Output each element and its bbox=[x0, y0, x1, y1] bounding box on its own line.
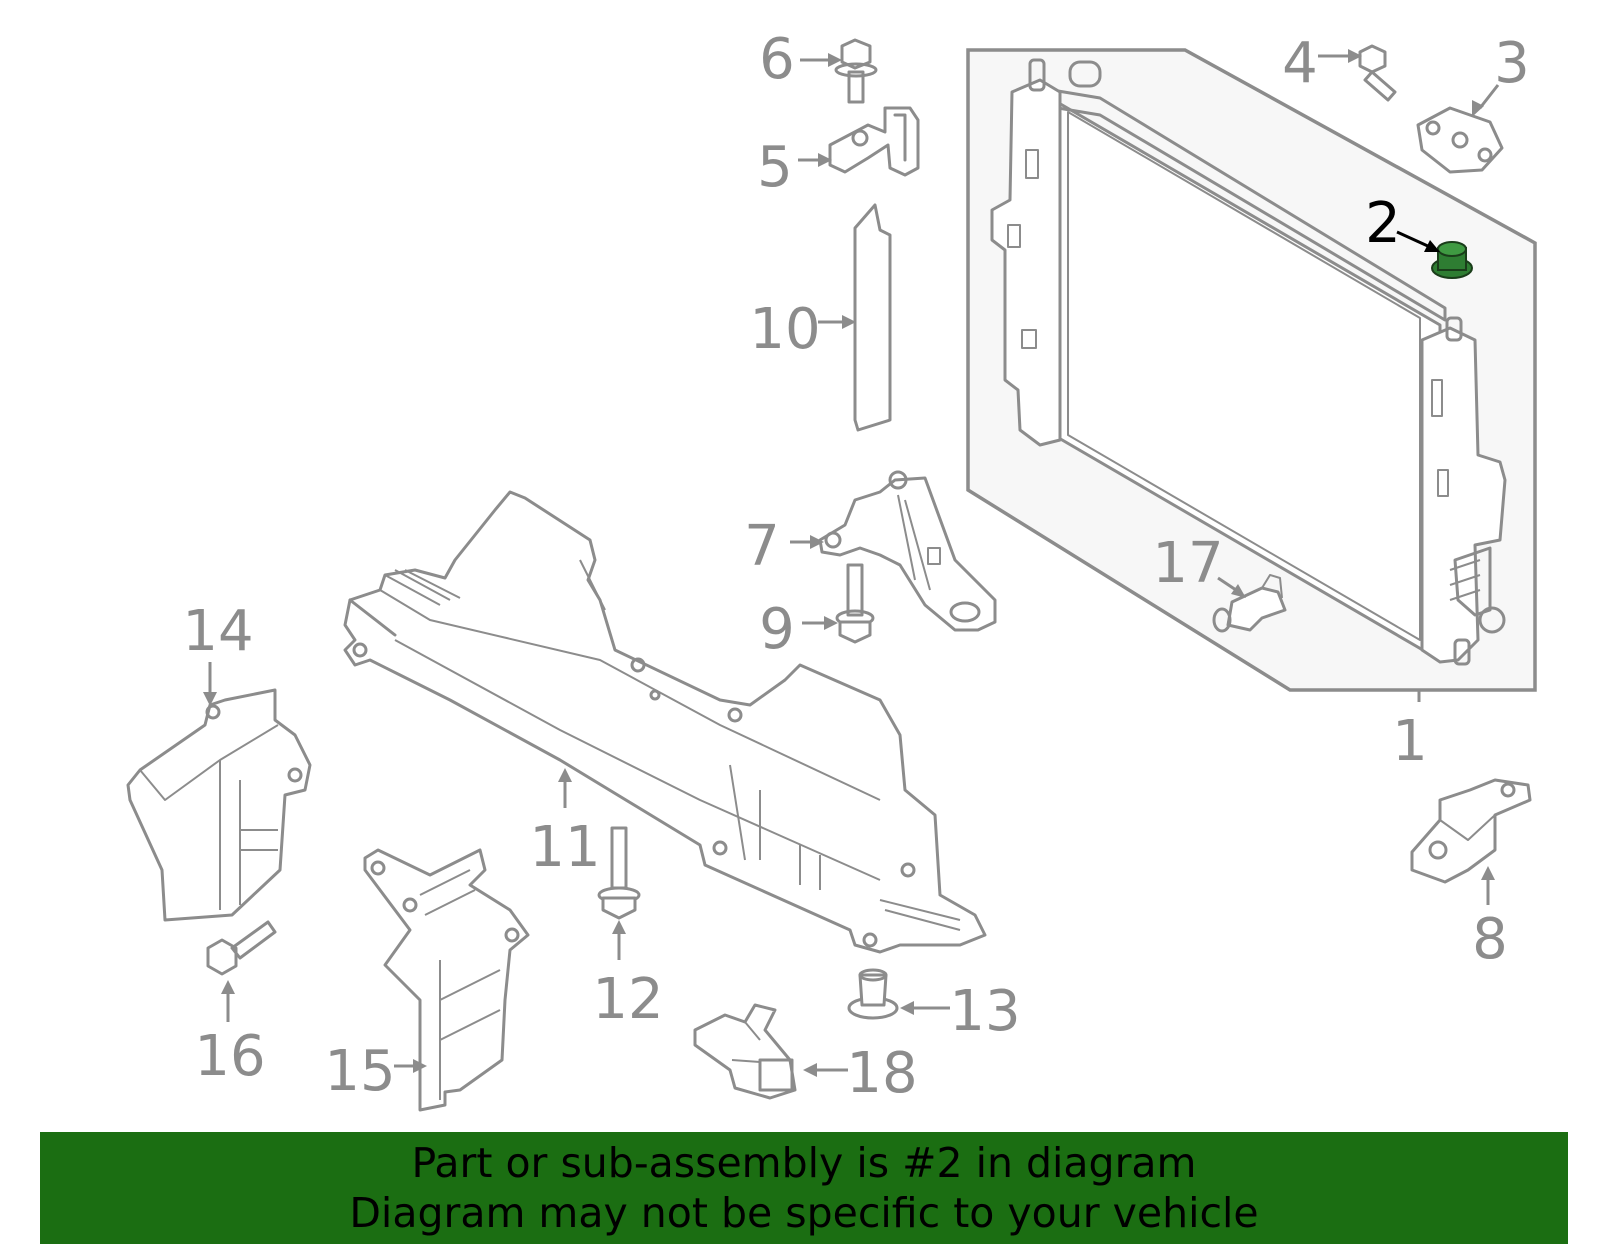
part-2-cap[interactable] bbox=[1431, 241, 1473, 279]
info-banner: Part or sub-assembly is #2 in diagram Di… bbox=[40, 1132, 1568, 1244]
callout-3[interactable]: 3 bbox=[1494, 31, 1530, 96]
callout-11[interactable]: 11 bbox=[529, 815, 600, 880]
callout-6[interactable]: 6 bbox=[759, 27, 795, 92]
part-4-bolt[interactable] bbox=[1358, 44, 1397, 102]
info-banner-background bbox=[40, 1132, 1568, 1244]
part-18-sensor[interactable] bbox=[693, 1003, 797, 1100]
callout-5[interactable]: 5 bbox=[757, 135, 793, 200]
callout-17[interactable]: 17 bbox=[1152, 531, 1223, 596]
part-7-bracket[interactable] bbox=[818, 470, 997, 632]
part-15-air-guide[interactable] bbox=[363, 848, 530, 1112]
part-12-bolt[interactable] bbox=[597, 826, 641, 920]
part-6-bolt[interactable] bbox=[834, 38, 878, 104]
part-3-bracket[interactable] bbox=[1416, 106, 1504, 174]
radiator-part[interactable] bbox=[990, 58, 1507, 666]
part-5-bracket[interactable] bbox=[828, 106, 920, 177]
part-11-undercover[interactable] bbox=[343, 490, 987, 954]
part-13-clip[interactable] bbox=[847, 968, 899, 1020]
part-17-sensor[interactable] bbox=[1212, 574, 1287, 633]
callout-labels: 1 2 3 4 5 6 7 8 9 10 11 12 13 14 15 16 1… bbox=[182, 27, 1529, 1106]
banner-line-part-number: Part or sub-assembly is #2 in diagram bbox=[411, 1139, 1197, 1187]
callout-8[interactable]: 8 bbox=[1472, 907, 1508, 972]
callout-16[interactable]: 16 bbox=[194, 1024, 265, 1089]
banner-line-disclaimer: Diagram may not be specific to your vehi… bbox=[349, 1189, 1259, 1237]
callout-9[interactable]: 9 bbox=[759, 597, 795, 662]
callout-7[interactable]: 7 bbox=[744, 514, 780, 579]
part-10-seal-strip[interactable] bbox=[853, 203, 892, 432]
part-9-bolt[interactable] bbox=[835, 563, 875, 644]
callout-10[interactable]: 10 bbox=[749, 297, 820, 362]
callout-18[interactable]: 18 bbox=[846, 1041, 917, 1106]
part-8-bracket[interactable] bbox=[1410, 778, 1532, 884]
part-14-air-guide[interactable] bbox=[126, 688, 312, 922]
callout-15[interactable]: 15 bbox=[324, 1039, 395, 1104]
callout-2[interactable]: 2 bbox=[1365, 191, 1401, 256]
callout-4[interactable]: 4 bbox=[1282, 31, 1318, 96]
callout-14[interactable]: 14 bbox=[182, 599, 253, 664]
callout-1[interactable]: 1 bbox=[1392, 709, 1428, 774]
leader-lines bbox=[203, 49, 1500, 1077]
callout-12[interactable]: 12 bbox=[592, 967, 663, 1032]
part-16-bolt[interactable] bbox=[206, 920, 277, 976]
callout-13[interactable]: 13 bbox=[949, 979, 1020, 1044]
